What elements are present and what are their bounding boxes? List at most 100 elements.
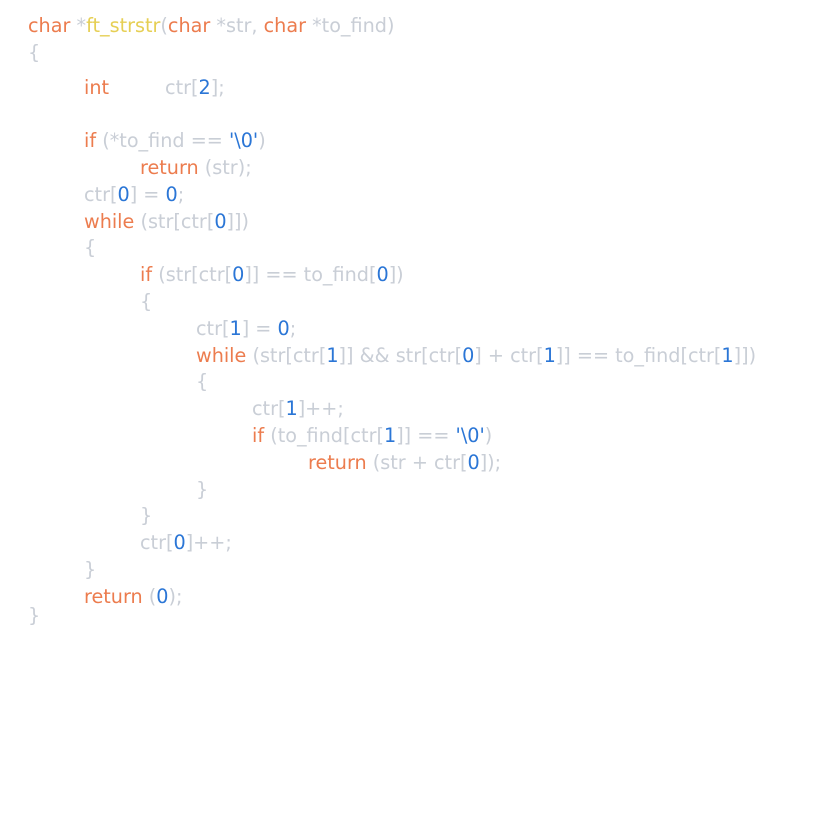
code-token-p: ; xyxy=(177,182,185,206)
code-token-p: { xyxy=(84,236,97,260)
code-token-id: str xyxy=(165,262,192,286)
code-line: return (str + ctr[0]); xyxy=(28,442,835,474)
code-token-num: 2 xyxy=(198,75,211,99)
code-token-ws xyxy=(28,469,196,496)
code-token-kw: return xyxy=(140,155,199,179)
code-token-kw: return xyxy=(84,584,143,608)
code-token-p: [ xyxy=(285,343,293,367)
code-token-ws xyxy=(28,174,84,201)
code-token-id: str xyxy=(380,450,406,474)
code-token-p: * xyxy=(312,14,322,37)
code-token-p: ( xyxy=(252,343,260,367)
code-token-num: 0 xyxy=(156,584,169,608)
code-token-num: 1 xyxy=(721,343,734,367)
code-token-p: * xyxy=(216,14,226,37)
code-line: { xyxy=(28,40,835,67)
code-token-p: [ xyxy=(421,343,429,367)
code-line: if (*to_find == '\0') xyxy=(28,120,835,152)
code-token-p: } xyxy=(140,504,153,528)
code-token-p: ( xyxy=(158,262,166,286)
code-token-p: ]]) xyxy=(733,343,757,367)
code-token-str: '\0' xyxy=(228,128,259,152)
code-token-ws xyxy=(28,147,140,174)
code-token-kw: if xyxy=(252,423,265,447)
code-token-p: { xyxy=(196,370,209,394)
code-token-id: to_find xyxy=(303,262,369,286)
code-token-kw: char xyxy=(263,14,306,37)
code-token-p: ]++; xyxy=(185,530,232,554)
code-token-p: ( xyxy=(148,584,157,608)
code-token-p: ( xyxy=(160,14,168,37)
code-token-id: ctr xyxy=(292,343,319,367)
code-token-p: ]] xyxy=(555,343,571,367)
code-line: while (str[ctr[0]]) xyxy=(28,201,835,232)
code-token-p: { xyxy=(140,289,153,313)
code-line: } xyxy=(28,469,835,500)
code-token-p: [ xyxy=(224,262,233,286)
code-token-id: ctr xyxy=(428,343,455,367)
code-token-kw: int xyxy=(84,75,110,99)
code-line: { xyxy=(28,281,835,313)
code-token-p: + xyxy=(411,450,428,474)
code-token-id: ctr xyxy=(252,396,278,420)
code-token-num: 1 xyxy=(383,423,397,447)
code-token-p: [ xyxy=(680,343,688,367)
code-token-p: ( xyxy=(140,209,148,233)
code-token-id: to_find xyxy=(321,14,387,37)
code-token-kw: while xyxy=(84,209,135,233)
code-token-ws xyxy=(28,308,196,335)
code-line: ctr[1] = 0; xyxy=(28,308,835,340)
code-token-p: [ xyxy=(191,262,199,286)
code-token-p: } xyxy=(28,603,41,627)
code-token-p: [ xyxy=(318,343,327,367)
code-token-p: && xyxy=(359,343,390,367)
code-line: ctr[1]++; xyxy=(28,388,835,420)
code-line: int ctr[2]; xyxy=(28,67,835,98)
code-token-id: ctr xyxy=(510,343,537,367)
code-token-ws xyxy=(28,67,84,94)
code-token-id: ctr xyxy=(434,450,460,474)
code-token-id: ctr xyxy=(140,530,166,554)
code-token-ws xyxy=(28,388,252,415)
code-line: if (to_find[ctr[1]] == '\0') xyxy=(28,415,835,447)
code-token-p: [ xyxy=(190,75,199,99)
code-token-num: 0 xyxy=(214,209,227,233)
code-token-p: [ xyxy=(165,530,174,554)
code-line: } xyxy=(28,495,835,527)
code-token-p: ; xyxy=(289,316,297,340)
code-token-ws xyxy=(28,254,140,281)
code-token-p: [ xyxy=(376,423,384,447)
code-token-p: ]] xyxy=(244,262,260,286)
code-token-id: to_find xyxy=(119,128,185,152)
code-token-p: == xyxy=(417,423,450,447)
code-token-p: [ xyxy=(221,316,230,340)
code-token-id: to_find xyxy=(277,423,343,447)
code-line: if (str[ctr[0]] == to_find[0]) xyxy=(28,254,835,286)
code-token-ws xyxy=(28,281,140,308)
code-token-id: str xyxy=(225,14,252,37)
code-line: ctr[0]++; xyxy=(28,522,835,554)
code-token-p: ]; xyxy=(210,75,225,99)
code-token-p: ] xyxy=(241,316,250,340)
code-token-p: == xyxy=(190,128,223,152)
code-token-num: 1 xyxy=(285,396,298,420)
code-token-p: { xyxy=(28,40,41,64)
code-token-id: ctr xyxy=(165,75,191,99)
code-token-p: [ xyxy=(343,423,351,447)
code-token-str: '\0' xyxy=(455,423,485,447)
code-line: while (str[ctr[1]] && str[ctr[0] + ctr[1… xyxy=(28,335,835,366)
code-line: { xyxy=(28,361,835,393)
code-token-kw: if xyxy=(140,262,153,286)
code-line: } xyxy=(28,603,835,630)
code-token-id: ctr xyxy=(350,423,377,447)
code-token-id: str xyxy=(212,155,238,179)
code-token-ws xyxy=(28,361,196,388)
code-token-kw: if xyxy=(84,128,97,152)
code-token-p: == xyxy=(265,262,298,286)
code-token-p: } xyxy=(84,557,97,581)
code-token-ws xyxy=(28,495,140,522)
code-token-p: (* xyxy=(102,128,120,152)
code-token-ws xyxy=(28,415,252,442)
code-line: } xyxy=(28,549,835,581)
